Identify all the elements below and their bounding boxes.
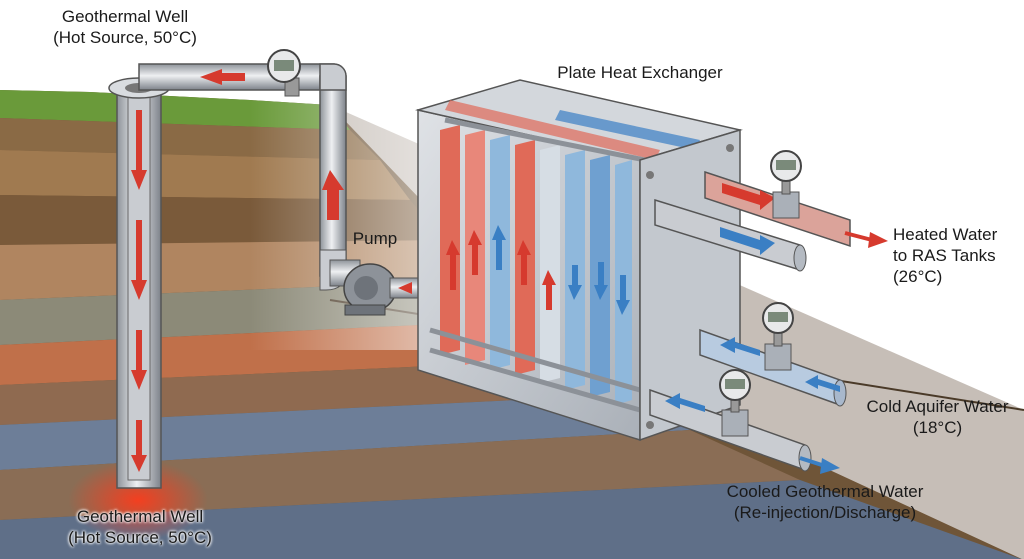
label-well-bottom: Geothermal Well (Hot Source, 50°C) xyxy=(68,507,212,547)
cold-return-pipe xyxy=(654,198,807,272)
pressure-gauge-icon xyxy=(267,49,301,97)
geothermal-well xyxy=(68,77,208,540)
label-well-top: Geothermal Well (Hot Source, 50°C) xyxy=(53,7,197,47)
cold-aquifer-pipe xyxy=(699,302,847,407)
flow-arrow-icon xyxy=(200,69,245,85)
label-heated-water: Heated Water to RAS Tanks (26°C) xyxy=(893,225,998,286)
label-pump: Pump xyxy=(352,229,398,248)
pump-icon xyxy=(343,263,429,316)
heated-pipe-gauge xyxy=(770,150,802,219)
well-flow-arrows xyxy=(131,110,147,472)
flow-arrow-icon xyxy=(322,170,344,220)
label-cooled-geothermal: Cooled Geothermal Water (Re-injection/Di… xyxy=(726,482,924,522)
plate-heat-exchanger xyxy=(415,79,743,442)
cooled-geothermal-pipe xyxy=(649,369,840,474)
hot-supply-pipe xyxy=(138,63,361,291)
exchanger-flow-arrows xyxy=(446,225,630,315)
label-heat-exchanger: Plate Heat Exchanger xyxy=(557,63,723,82)
label-cold-aquifer: Cold Aquifer Water (18°C) xyxy=(866,397,1009,437)
